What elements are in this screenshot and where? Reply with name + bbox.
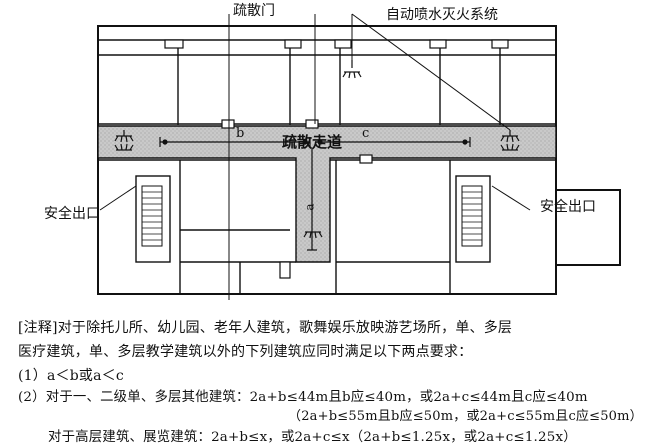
left-stairwell	[135, 175, 171, 263]
right-wing-outline	[555, 26, 621, 266]
dim-a-label: a	[302, 203, 317, 211]
corridor-label: 疏散走道	[282, 133, 343, 151]
leader-lines	[99, 13, 531, 300]
upper-door-marks	[164, 39, 509, 49]
note-line-4: (2）对于一、二级单、多层其他建筑：2a+b≤44m且b应≤40m，或2a+c≤…	[18, 390, 588, 405]
dimension-lines	[159, 137, 471, 251]
note-line-2: 医疗建筑，单、多层教学建筑以外的下列建筑应同时满足以下两点要求：	[18, 344, 473, 360]
right-stairwell	[455, 175, 491, 263]
note-line-1: [注释]对于除托儿所、幼儿园、老年人建筑，歌舞娱乐放映游艺场所，单、多层	[18, 320, 513, 336]
evac-door-icon	[221, 119, 373, 279]
exit-right-label: 安全出口	[540, 199, 596, 215]
note-line-6: 对于高层建筑、展览建筑：2a+b≤x，或2a+c≤x（2a+b≤1.25x，或2…	[48, 430, 577, 445]
note-line-5: （2a+b≤55m且b应≤50m，或2a+c≤55m且c应≤50m）	[288, 409, 643, 424]
sprinkler-label: 自动喷水灭火系统	[386, 7, 498, 23]
evac-door-label: 疏散门	[233, 3, 275, 19]
sprinkler-icon	[114, 60, 520, 239]
dim-c-label: c	[362, 126, 370, 141]
note-line-3: (1）a＜b或a＜c	[18, 368, 124, 384]
dim-b-label: b	[236, 126, 245, 141]
evacuation-corridor	[97, 125, 557, 263]
floor-plan-diagram	[97, 13, 621, 300]
lower-room-walls	[179, 160, 451, 294]
exit-left-label: 安全出口	[44, 206, 100, 222]
